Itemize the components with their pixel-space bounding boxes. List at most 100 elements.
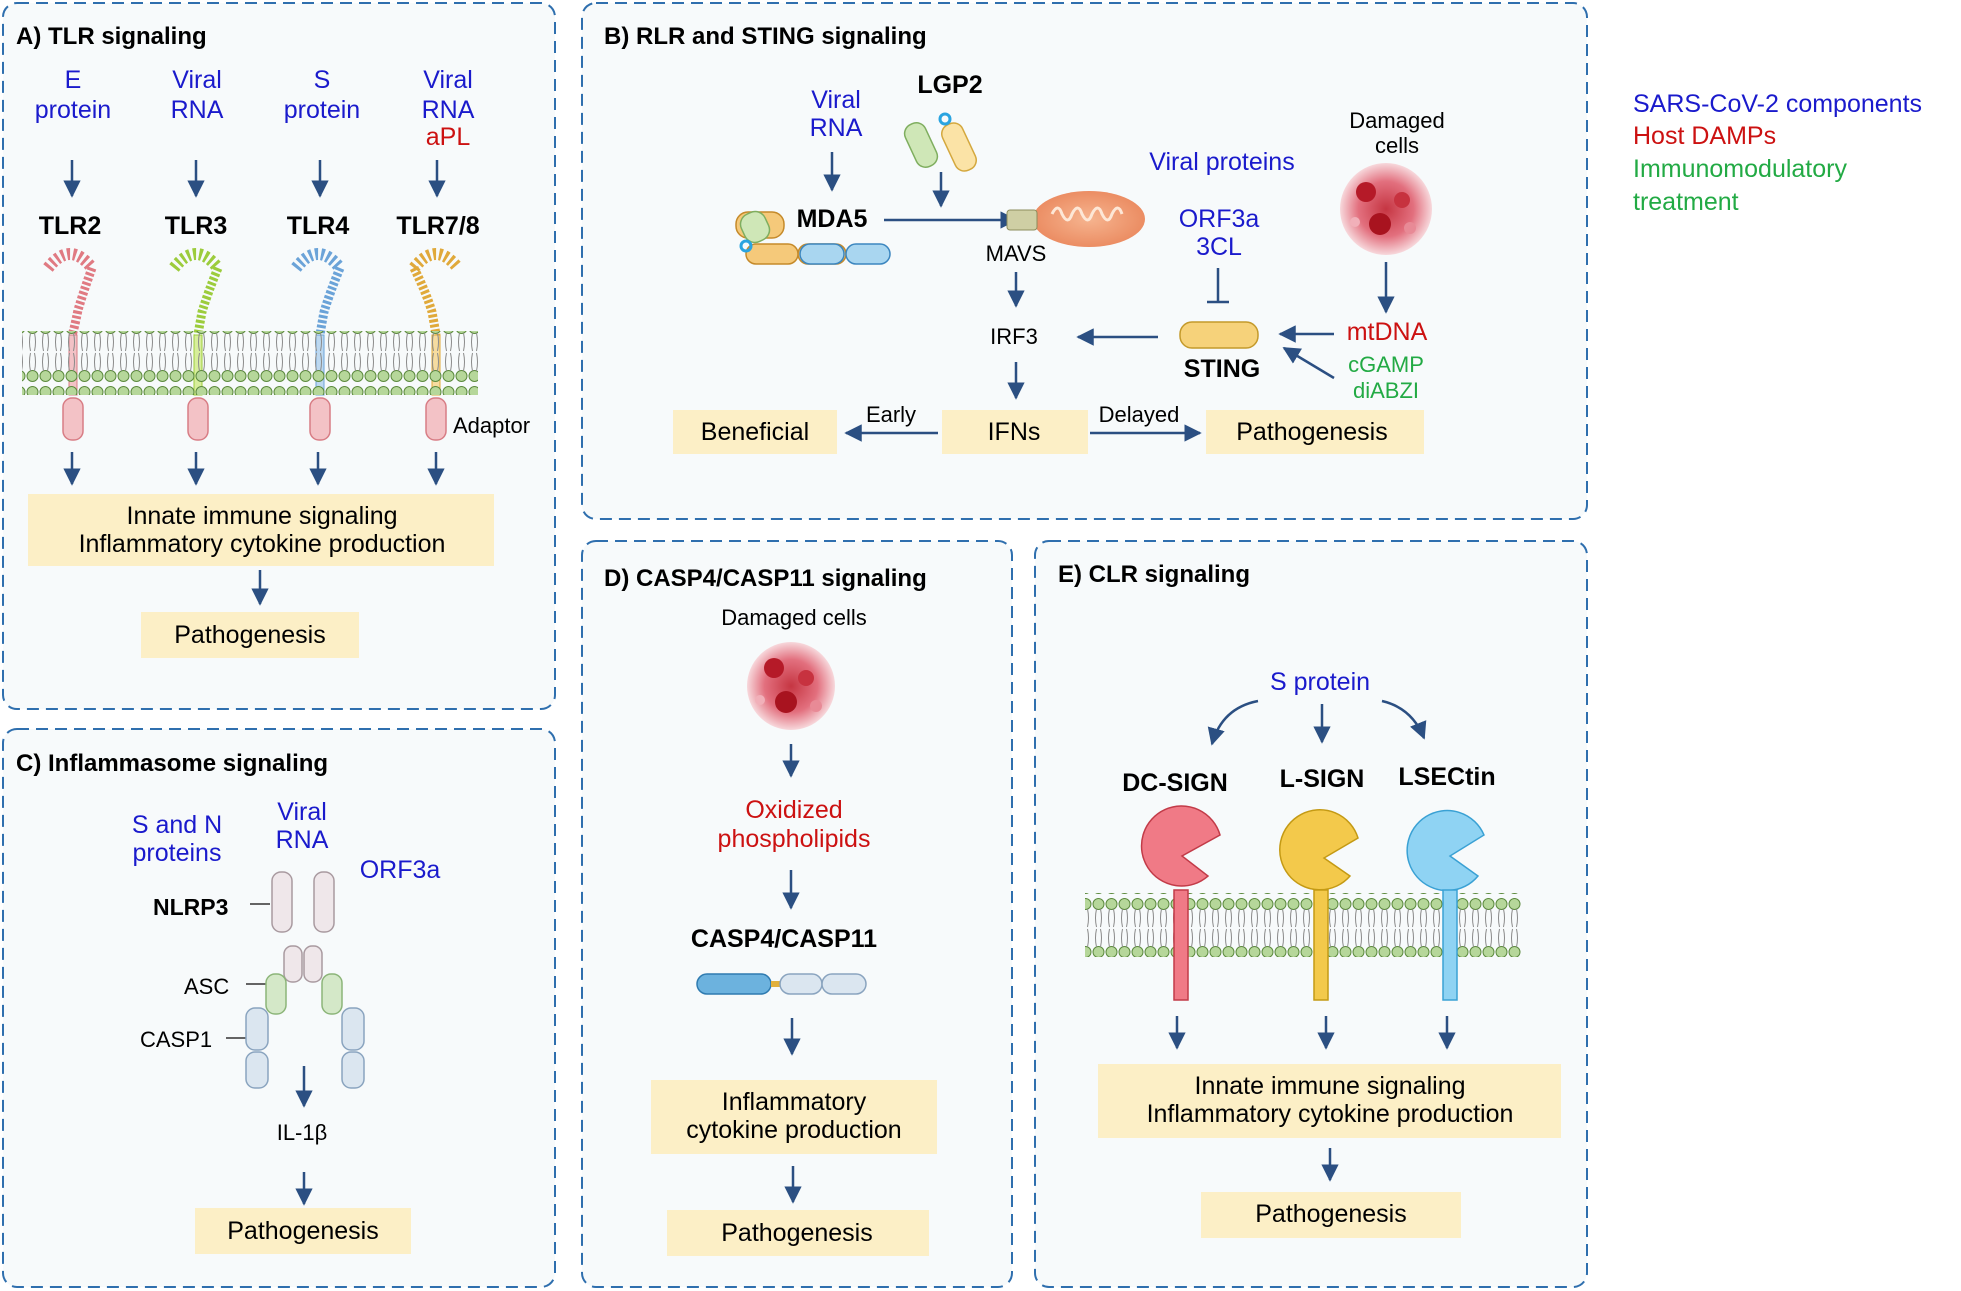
c-asc: ASC (184, 974, 229, 999)
c-sn-1: S and N (132, 811, 222, 839)
d-damaged: Damaged cells (721, 605, 867, 630)
b-orf3a: ORF3a (1179, 205, 1260, 233)
legend-immuno-2: treatment (1633, 188, 1739, 216)
tlr-inputs: E protein Viral RNA S protein Viral RNA … (35, 66, 475, 151)
e-signal-2: Inflammatory cytokine production (1147, 1100, 1514, 1128)
panel-a-outcome-box (141, 612, 359, 658)
b-ifns: IFNs (988, 418, 1041, 446)
c-orf3a: ORF3a (360, 856, 441, 884)
panel-c: C) Inflammasome signaling S and N protei… (16, 750, 440, 1254)
panel-a-signal-box (28, 494, 494, 566)
e-right-arrow (1381, 699, 1427, 740)
sting-protein (1179, 321, 1259, 349)
damaged-cells-b (1340, 163, 1432, 255)
tlr78-input-2: RNA (422, 96, 475, 124)
b-delayed: Delayed (1099, 402, 1180, 427)
d-casp: CASP4/CASP11 (691, 925, 877, 953)
tlr2-input-2: protein (35, 96, 111, 124)
tlr3-input-2: RNA (171, 96, 224, 124)
c-casp1: CASP1 (140, 1027, 212, 1052)
b-inhibition (1207, 268, 1229, 304)
legend-immuno-1: Immunomodulatory (1633, 155, 1847, 183)
tlr-input-arrows (63, 160, 446, 198)
damaged-cells-d (747, 642, 835, 730)
b-pathogenesis-box (1206, 410, 1424, 454)
tlr2-label: TLR2 (39, 212, 102, 240)
d-oxidized-2: phospholipids (718, 825, 871, 853)
panel-b: B) RLR and STING signaling Viral RNA LGP… (604, 23, 1445, 454)
b-cgamp: cGAMP (1348, 352, 1424, 377)
e-outcome: Pathogenesis (1255, 1200, 1407, 1228)
adaptor-label: Adaptor (453, 413, 530, 438)
tlr-adaptor-arrows (63, 452, 445, 486)
lsectin-receptor (1406, 809, 1485, 1001)
c-sn-2: proteins (133, 839, 222, 867)
d-outcome-box (667, 1210, 929, 1256)
c-nlrp3: NLRP3 (153, 894, 228, 920)
tlr2-input-1: E (65, 66, 82, 94)
tlr78-input-3: aPL (426, 123, 471, 151)
d-prod-box (651, 1080, 937, 1154)
mda5-protein (735, 210, 891, 265)
legend: SARS-CoV-2 components Host DAMPs Immunom… (1633, 90, 1922, 216)
b-cgamp-arrow (1282, 346, 1335, 380)
panel-d: D) CASP4/CASP11 signaling Damaged cells … (604, 565, 937, 1256)
e-left-arrow (1207, 699, 1259, 746)
e-signal-box (1098, 1064, 1561, 1138)
panel-a-signal-1: Innate immune signaling (127, 502, 398, 530)
panel-e: E) CLR signaling S protein DC-SIGN L-SIG… (1058, 561, 1561, 1238)
panel-a-signal-2: Inflammatory cytokine production (79, 530, 446, 558)
legend-viral: SARS-CoV-2 components (1633, 90, 1922, 118)
b-damaged-1: Damaged (1349, 108, 1444, 133)
e-dcsign: DC-SIGN (1122, 769, 1228, 797)
b-mtdna: mtDNA (1347, 318, 1428, 346)
b-diabzi: diABZI (1353, 378, 1419, 403)
tlr4-label: TLR4 (287, 212, 350, 240)
panel-e-title: E) CLR signaling (1058, 561, 1250, 588)
c-il1b: IL-1β (277, 1120, 328, 1145)
b-ifns-box (942, 410, 1088, 454)
e-signal-1: Innate immune signaling (1195, 1072, 1466, 1100)
d-prod-1: Inflammatory (722, 1088, 867, 1116)
b-viral-rna-1: Viral (811, 86, 861, 114)
panel-c-title: C) Inflammasome signaling (16, 750, 328, 777)
d-prod-2: cytokine production (686, 1116, 901, 1144)
b-lgp2: LGP2 (917, 71, 982, 99)
b-viral-proteins: Viral proteins (1149, 148, 1294, 176)
c-outcome: Pathogenesis (227, 1217, 379, 1245)
tlr3-input-1: Viral (172, 66, 222, 94)
b-3cl: 3CL (1196, 233, 1242, 261)
e-lsectin: LSECtin (1398, 763, 1495, 791)
panel-a: A) TLR signaling E protein Viral RNA S p… (16, 23, 530, 658)
b-mavs: MAVS (986, 241, 1047, 266)
casp4-protein (696, 973, 867, 995)
tlr78-input-1: Viral (423, 66, 473, 94)
tlr4-input-2: protein (284, 96, 360, 124)
d-oxidized-1: Oxidized (745, 796, 842, 824)
panel-a-membrane (22, 331, 478, 395)
tlr78-label: TLR7/8 (396, 212, 479, 240)
c-vr-2: RNA (276, 826, 329, 854)
panel-a-title: A) TLR signaling (16, 23, 207, 50)
panel-a-outcome: Pathogenesis (174, 621, 326, 649)
b-early: Early (866, 402, 916, 427)
l-sign-receptor (1279, 809, 1359, 1001)
b-beneficial-box (673, 410, 837, 454)
b-pathogenesis: Pathogenesis (1236, 418, 1388, 446)
tlr4-input-1: S (314, 66, 331, 94)
e-s-protein: S protein (1270, 668, 1370, 696)
mitochondrion (1006, 191, 1145, 247)
b-beneficial: Beneficial (701, 418, 809, 446)
b-sting: STING (1184, 355, 1260, 383)
panel-b-title: B) RLR and STING signaling (604, 23, 927, 50)
panel-d-title: D) CASP4/CASP11 signaling (604, 565, 927, 592)
b-viral-rna-2: RNA (810, 114, 863, 142)
e-receptor-arrows (1168, 1016, 1456, 1050)
d-outcome: Pathogenesis (721, 1219, 873, 1247)
panel-b-frame (581, 2, 1588, 520)
tlr3-label: TLR3 (165, 212, 228, 240)
tlr-names: TLR2 TLR3 TLR4 TLR7/8 (39, 212, 480, 240)
inflammasome-complex (245, 871, 365, 1089)
e-outcome-box (1201, 1192, 1461, 1238)
